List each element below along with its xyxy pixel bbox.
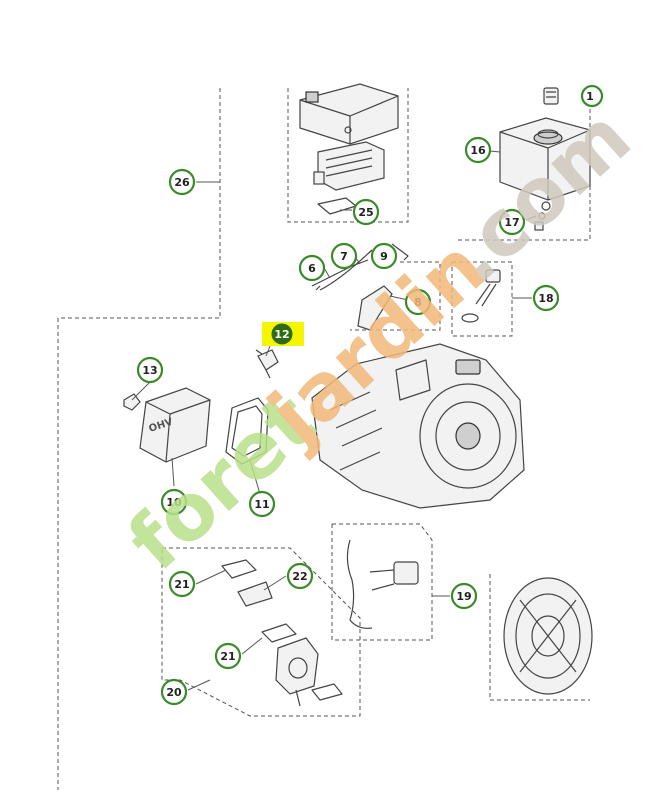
carb-gasket-bottom — [261, 623, 297, 643]
callouts: 26 25 16 17 1 6 7 9 8 18 12 13 10 11 19 … — [136, 84, 604, 706]
callout-25: 25 — [352, 198, 380, 226]
carb-gasket-top — [221, 559, 257, 579]
outline-recoil — [489, 574, 590, 701]
fuel-cap — [543, 87, 559, 105]
svg-text:10: 10 — [166, 496, 182, 509]
governor-arm — [357, 285, 393, 331]
tank-fitting — [534, 201, 551, 231]
svg-text:1: 1 — [586, 90, 594, 103]
outline-8 — [350, 261, 441, 331]
spark-plug — [255, 349, 279, 379]
carb-gasket-lower — [311, 683, 343, 701]
callout-18: 18 — [532, 284, 560, 312]
cover-bolt — [123, 393, 141, 411]
callout-13: 13 — [136, 356, 164, 384]
callout-6: 6 — [298, 254, 326, 282]
svg-text:7: 7 — [340, 250, 348, 263]
svg-text:17: 17 — [504, 216, 519, 229]
governor-spring — [311, 259, 369, 291]
leader-lines — [131, 149, 537, 691]
valve-cover: OHV — [139, 387, 211, 463]
callout-19: 19 — [450, 582, 478, 610]
outline-26 — [57, 88, 221, 790]
muffler-body — [313, 141, 385, 191]
svg-text:16: 16 — [470, 144, 486, 157]
svg-text:22: 22 — [292, 570, 307, 583]
svg-text:21: 21 — [220, 650, 235, 663]
callout-1-partial: 1 — [580, 84, 604, 108]
svg-text:21: 21 — [174, 578, 189, 591]
callout-21-bottom: 21 — [214, 642, 242, 670]
svg-text:12: 12 — [274, 328, 289, 341]
carb-insulator — [237, 581, 273, 607]
callout-21-top: 21 — [168, 570, 196, 598]
muffler-gasket — [317, 197, 357, 215]
svg-text:6: 6 — [308, 262, 316, 275]
svg-text:20: 20 — [166, 686, 182, 699]
svg-text:9: 9 — [380, 250, 388, 263]
cover-gasket — [225, 397, 269, 465]
callout-11: 11 — [248, 490, 276, 518]
callout-17: 17 — [498, 208, 526, 236]
fuel-tank — [499, 117, 591, 201]
svg-text:25: 25 — [358, 206, 373, 219]
carburetor — [275, 637, 319, 707]
muffler-cover — [299, 83, 399, 145]
outline-muffler — [287, 88, 409, 223]
svg-text:26: 26 — [174, 176, 190, 189]
callout-22: 22 — [286, 562, 314, 590]
callout-9: 9 — [370, 242, 398, 270]
svg-text:13: 13 — [142, 364, 157, 377]
callout-10: 10 — [160, 488, 188, 516]
recoil-starter — [503, 577, 593, 695]
callout-7: 7 — [330, 242, 358, 270]
dipstick — [461, 269, 501, 323]
callout-20: 20 — [160, 678, 188, 706]
callout-16: 16 — [464, 136, 492, 164]
throttle-link — [391, 243, 409, 261]
svg-text:11: 11 — [254, 498, 269, 511]
parts: OHV — [123, 83, 593, 707]
outline-18 — [451, 261, 513, 337]
callout-8: 8 — [404, 288, 432, 316]
callout-12-highlighted: 12 — [262, 322, 304, 346]
svg-text:8: 8 — [414, 296, 422, 309]
governor-rod — [319, 249, 373, 291]
callout-26: 26 — [168, 168, 196, 196]
engine-block — [311, 343, 525, 509]
outline-19 — [331, 523, 433, 641]
svg-text:18: 18 — [538, 292, 553, 305]
outline-20 — [161, 547, 361, 717]
svg-text:19: 19 — [456, 590, 471, 603]
ignition-coil — [346, 539, 419, 629]
